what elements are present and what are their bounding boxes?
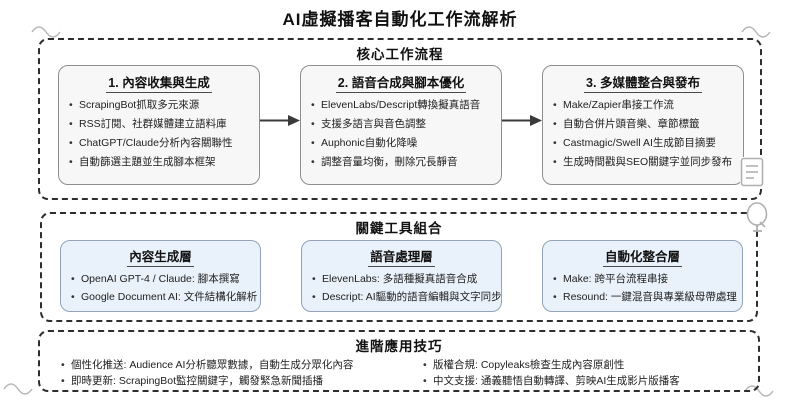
step-bullets: ElevenLabs/Descript轉換擬真語音 支援多語言與音色調整 Aup… [310, 96, 492, 172]
workflow-steps-row: 1. 內容收集與生成 ScrapingBot抓取多元來源 RSS訂閱、社群媒體建… [58, 65, 744, 185]
bullet-item: ElevenLabs: 多語種擬真語音合成 [311, 270, 492, 288]
bullet-item: 中文支援: 通義聽悟自動轉譯、剪映AI生成影片版播客 [422, 374, 752, 390]
squiggle-decoration-bottom-left [3, 383, 33, 395]
section-advanced-tips: 進階應用技巧 個性化推送: Audience AI分析聽眾數據，自動生成分眾化內… [38, 330, 760, 392]
bullet-item: Make: 跨平台流程串接 [552, 270, 733, 288]
section-core-workflow: 核心工作流程 1. 內容收集與生成 ScrapingBot抓取多元來源 RSS訂… [38, 38, 762, 200]
tool-box-content-layer: 內容生成層 OpenAI GPT-4 / Claude: 腳本撰寫 Google… [60, 240, 261, 312]
section-label-tips: 進階應用技巧 [355, 339, 443, 354]
bullet-item: RSS訂閱、社群媒體建立語料庫 [68, 115, 250, 134]
step-bullets: ScrapingBot抓取多元來源 RSS訂閱、社群媒體建立語料庫 ChatGP… [68, 96, 250, 172]
section-key-tools: 關鍵工具組合 內容生成層 OpenAI GPT-4 / Claude: 腳本撰寫… [40, 212, 758, 322]
arrow-right-icon [502, 113, 542, 127]
bullet-item: 自動篩選主題並生成腳本框架 [68, 153, 250, 172]
step-bullets: Make/Zapier串接工作流 自動合併片頭音樂、章節標籤 Castmagic… [552, 96, 734, 172]
bullet-item: ElevenLabs/Descript轉換擬真語音 [310, 96, 492, 115]
tips-column-right: 版權合規: Copyleaks檢查生成內容原創性 中文支援: 通義聽悟自動轉譯、… [422, 354, 752, 389]
bullet-item: 支援多語言與音色調整 [310, 115, 492, 134]
step-title: 2. 語音合成與腳本優化 [310, 72, 492, 93]
page-title: AI虛擬播客自動化工作流解析 [282, 10, 518, 29]
bullet-item: 調整音量均衡，刪除冗長靜音 [310, 153, 492, 172]
section-label-workflow: 核心工作流程 [356, 47, 444, 62]
tool-box-automation-layer: 自動化整合層 Make: 跨平台流程串接 Resound: 一鍵混音與專業級母帶… [542, 240, 743, 312]
bullet-item: Auphonic自動化降噪 [310, 134, 492, 153]
tips-columns: 個性化推送: Audience AI分析聽眾數據，自動生成分眾化內容 即時更新:… [60, 354, 748, 389]
bullet-item: Google Document AI: 文件結構化解析 [70, 288, 257, 306]
step-box-voice-synthesis: 2. 語音合成與腳本優化 ElevenLabs/Descript轉換擬真語音 支… [300, 65, 502, 185]
bullet-item: ScrapingBot抓取多元來源 [68, 96, 250, 115]
tool-box-voice-layer: 語音處理層 ElevenLabs: 多語種擬真語音合成 Descript: AI… [301, 240, 502, 312]
bullet-item: Make/Zapier串接工作流 [552, 96, 734, 115]
bullet-item: OpenAI GPT-4 / Claude: 腳本撰寫 [70, 270, 251, 288]
step-title: 3. 多媒體整合與發布 [552, 72, 734, 93]
tool-title: 內容生成層 [70, 246, 251, 267]
bullet-item: 版權合規: Copyleaks檢查生成內容原創性 [422, 358, 752, 374]
bullet-item: ChatGPT/Claude分析內容關聯性 [68, 134, 250, 153]
step-title: 1. 內容收集與生成 [68, 72, 250, 93]
bullet-item: Castmagic/Swell AI生成節目摘要 [552, 134, 734, 153]
step-box-multimedia-publish: 3. 多媒體整合與發布 Make/Zapier串接工作流 自動合併片頭音樂、章節… [542, 65, 744, 185]
section-label-tools: 關鍵工具組合 [355, 221, 443, 236]
tools-row: 內容生成層 OpenAI GPT-4 / Claude: 腳本撰寫 Google… [60, 240, 743, 312]
bullet-item: 個性化推送: Audience AI分析聽眾數據，自動生成分眾化內容 [60, 358, 422, 374]
bullet-item: Resound: 一鍵混音與專業級母帶處理 [552, 288, 737, 306]
bullet-item: 生成時間戳與SEO關鍵字並同步發布 [552, 153, 734, 172]
bullet-item: 即時更新: ScrapingBot監控關鍵字，觸發緊急新聞插播 [60, 374, 422, 390]
tool-bullets: Make: 跨平台流程串接 Resound: 一鍵混音與專業級母帶處理 [552, 270, 737, 306]
step-box-content-collection: 1. 內容收集與生成 ScrapingBot抓取多元來源 RSS訂閱、社群媒體建… [58, 65, 260, 185]
tool-title: 語音處理層 [311, 246, 492, 267]
tool-bullets: OpenAI GPT-4 / Claude: 腳本撰寫 Google Docum… [70, 270, 257, 306]
tool-bullets: ElevenLabs: 多語種擬真語音合成 Descript: AI驅動的語音編… [311, 270, 502, 306]
bullet-item: 自動合併片頭音樂、章節標籤 [552, 115, 734, 134]
bullet-item: Descript: AI驅動的語音編輯與文字同步 [311, 288, 502, 306]
tool-title: 自動化整合層 [552, 246, 733, 267]
arrow-right-icon [260, 113, 300, 127]
tips-column-left: 個性化推送: Audience AI分析聽眾數據，自動生成分眾化內容 即時更新:… [60, 354, 422, 389]
